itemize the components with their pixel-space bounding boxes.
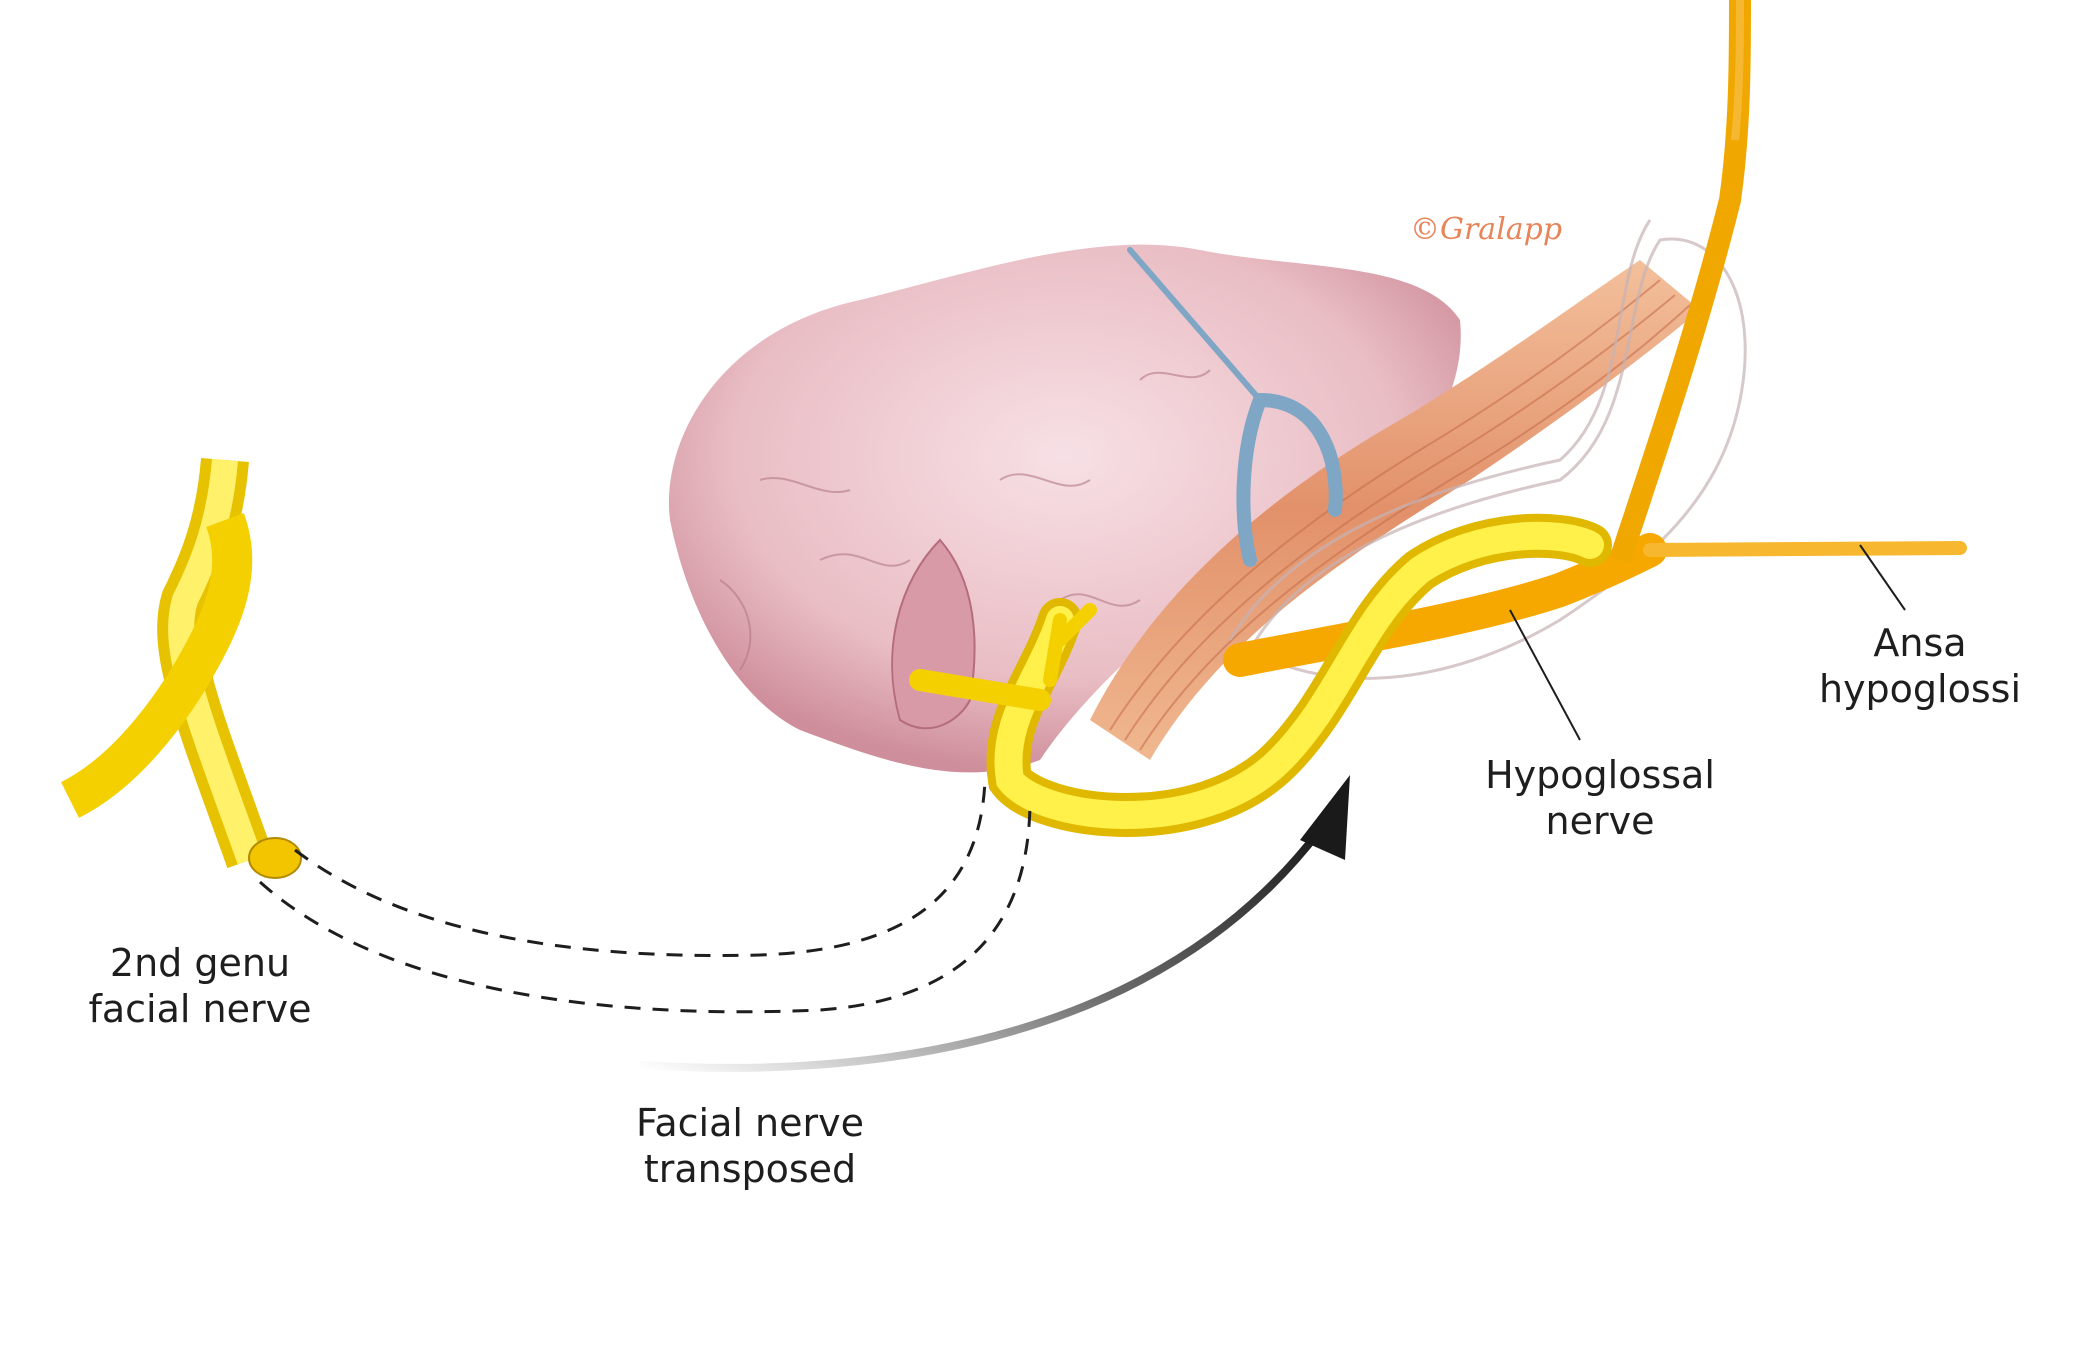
dashed-course-lines [258,779,1032,1014]
label-hypoglossal-nerve: Hypoglossal nerve [1460,752,1740,844]
retractor-instrument [1127,247,1343,567]
facial-nerve-transposed [909,513,1612,837]
label-line: facial nerve [88,987,312,1031]
label-ansa-hypoglossi: Ansa hypoglossi [1790,620,2050,712]
label-line: Ansa [1873,621,1967,665]
label-second-genu: 2nd genu facial nerve [80,940,320,1032]
label-line: Facial nerve [636,1101,864,1145]
artist-signature: ©Gralapp [1410,212,1563,247]
facial-nerve-stump [60,457,302,879]
label-facial-nerve-transposed: Facial nerve transposed [620,1100,880,1192]
label-line: transposed [643,1147,857,1191]
label-line: nerve [1545,799,1655,843]
hypoglossal-nerve [1223,0,1967,677]
label-line: 2nd genu [109,941,291,985]
transposition-arrow [639,775,1350,1072]
label-line: hypoglossi [1818,667,2022,711]
leader-lines [1509,544,1906,741]
label-line: Hypoglossal [1485,753,1715,797]
fascia-loop [1228,219,1747,680]
